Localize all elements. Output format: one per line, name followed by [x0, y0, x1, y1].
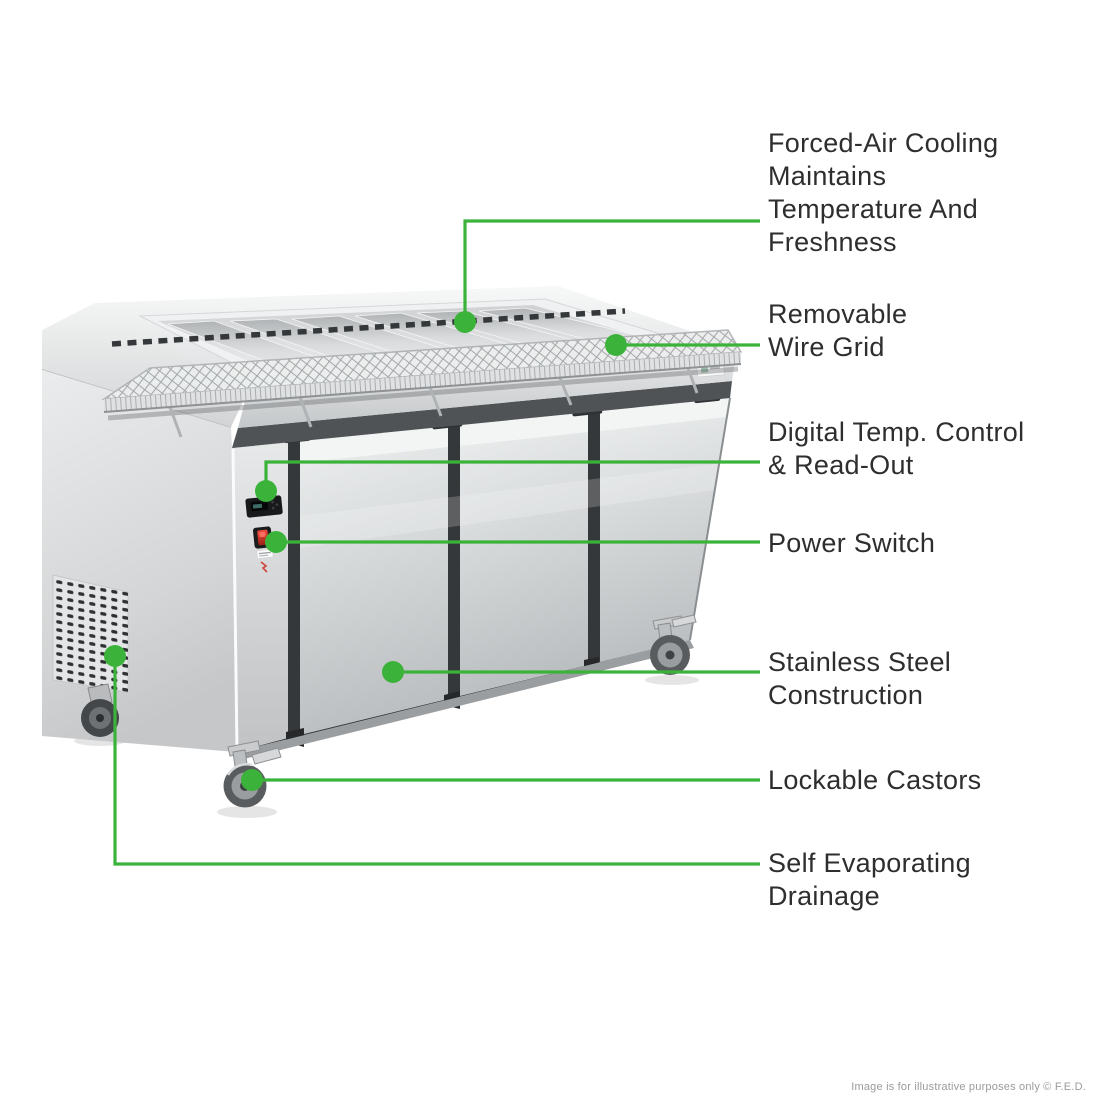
- base-strip: [236, 640, 694, 760]
- canopy-recess: [232, 381, 732, 448]
- callout-self-evaporating-drainage: [104, 645, 760, 866]
- label-line: & Read-Out: [768, 450, 914, 480]
- label-line: Forced-Air Cooling: [768, 128, 999, 158]
- callout-digital-temp-control: [255, 460, 760, 502]
- callout-dot: [104, 645, 126, 667]
- callout-removable-wire-grid: [605, 334, 760, 356]
- callout-dot: [255, 480, 277, 502]
- castor-right-rear: [650, 614, 697, 675]
- label-removable-wire-grid: Removable Wire Grid: [768, 298, 907, 364]
- callout-dot: [454, 311, 476, 333]
- label-forced-air-cooling: Forced-Air Cooling Maintains Temperature…: [768, 127, 998, 259]
- label-lockable-castors: Lockable Castors: [768, 764, 981, 797]
- callout-power-switch: [265, 531, 760, 553]
- door-reflection: [300, 462, 730, 548]
- vent-grille: [52, 574, 129, 693]
- label-line: Freshness: [768, 227, 897, 257]
- callout-dot: [241, 769, 263, 791]
- disclaimer-text: Image is for illustrative purposes only …: [851, 1081, 1086, 1093]
- door-left: [300, 426, 448, 735]
- label-line: Power Switch: [768, 528, 936, 558]
- label-line: Temperature And: [768, 194, 979, 224]
- callout-dot: [382, 661, 404, 683]
- label-line: Removable: [768, 299, 908, 329]
- castor-brake-pedal: [251, 747, 282, 765]
- callout-line: [463, 219, 760, 322]
- label-line: Self Evaporating: [768, 848, 971, 878]
- warning-mark: [260, 561, 268, 573]
- label-self-evaporating-drainage: Self Evaporating Drainage: [768, 847, 971, 913]
- label-line: Stainless Steel: [768, 647, 952, 677]
- callouts: [104, 219, 760, 866]
- door-middle: [460, 412, 588, 696]
- control-stile: [232, 442, 288, 752]
- label-line: Drainage: [768, 881, 880, 911]
- door-right: [600, 398, 730, 662]
- label-power-switch: Power Switch: [768, 527, 935, 560]
- callout-lockable-castors: [241, 769, 760, 791]
- castor-rear-left: [81, 683, 119, 737]
- label-line: Construction: [768, 680, 924, 710]
- callout-dot: [265, 531, 287, 553]
- wire-grid: [101, 329, 743, 438]
- side-panel: [42, 369, 236, 752]
- air-vent-strip: [111, 308, 626, 347]
- label-line: Maintains: [768, 161, 887, 191]
- label-line: Digital Temp. Control: [768, 417, 1025, 447]
- label-line: Lockable Castors: [768, 765, 982, 795]
- callout-stainless-steel: [382, 661, 760, 683]
- callout-forced-air-cooling: [454, 219, 760, 333]
- label-line: Wire Grid: [768, 332, 885, 362]
- digital-temp-controller: [245, 495, 283, 518]
- wire-grid-legs: [168, 367, 699, 438]
- label-digital-temp-control: Digital Temp. Control & Read-Out: [768, 416, 1024, 482]
- machine-body: [41, 368, 732, 760]
- label-stainless-steel: Stainless Steel Construction: [768, 646, 951, 712]
- callout-line: [113, 656, 760, 866]
- callout-dot: [605, 334, 627, 356]
